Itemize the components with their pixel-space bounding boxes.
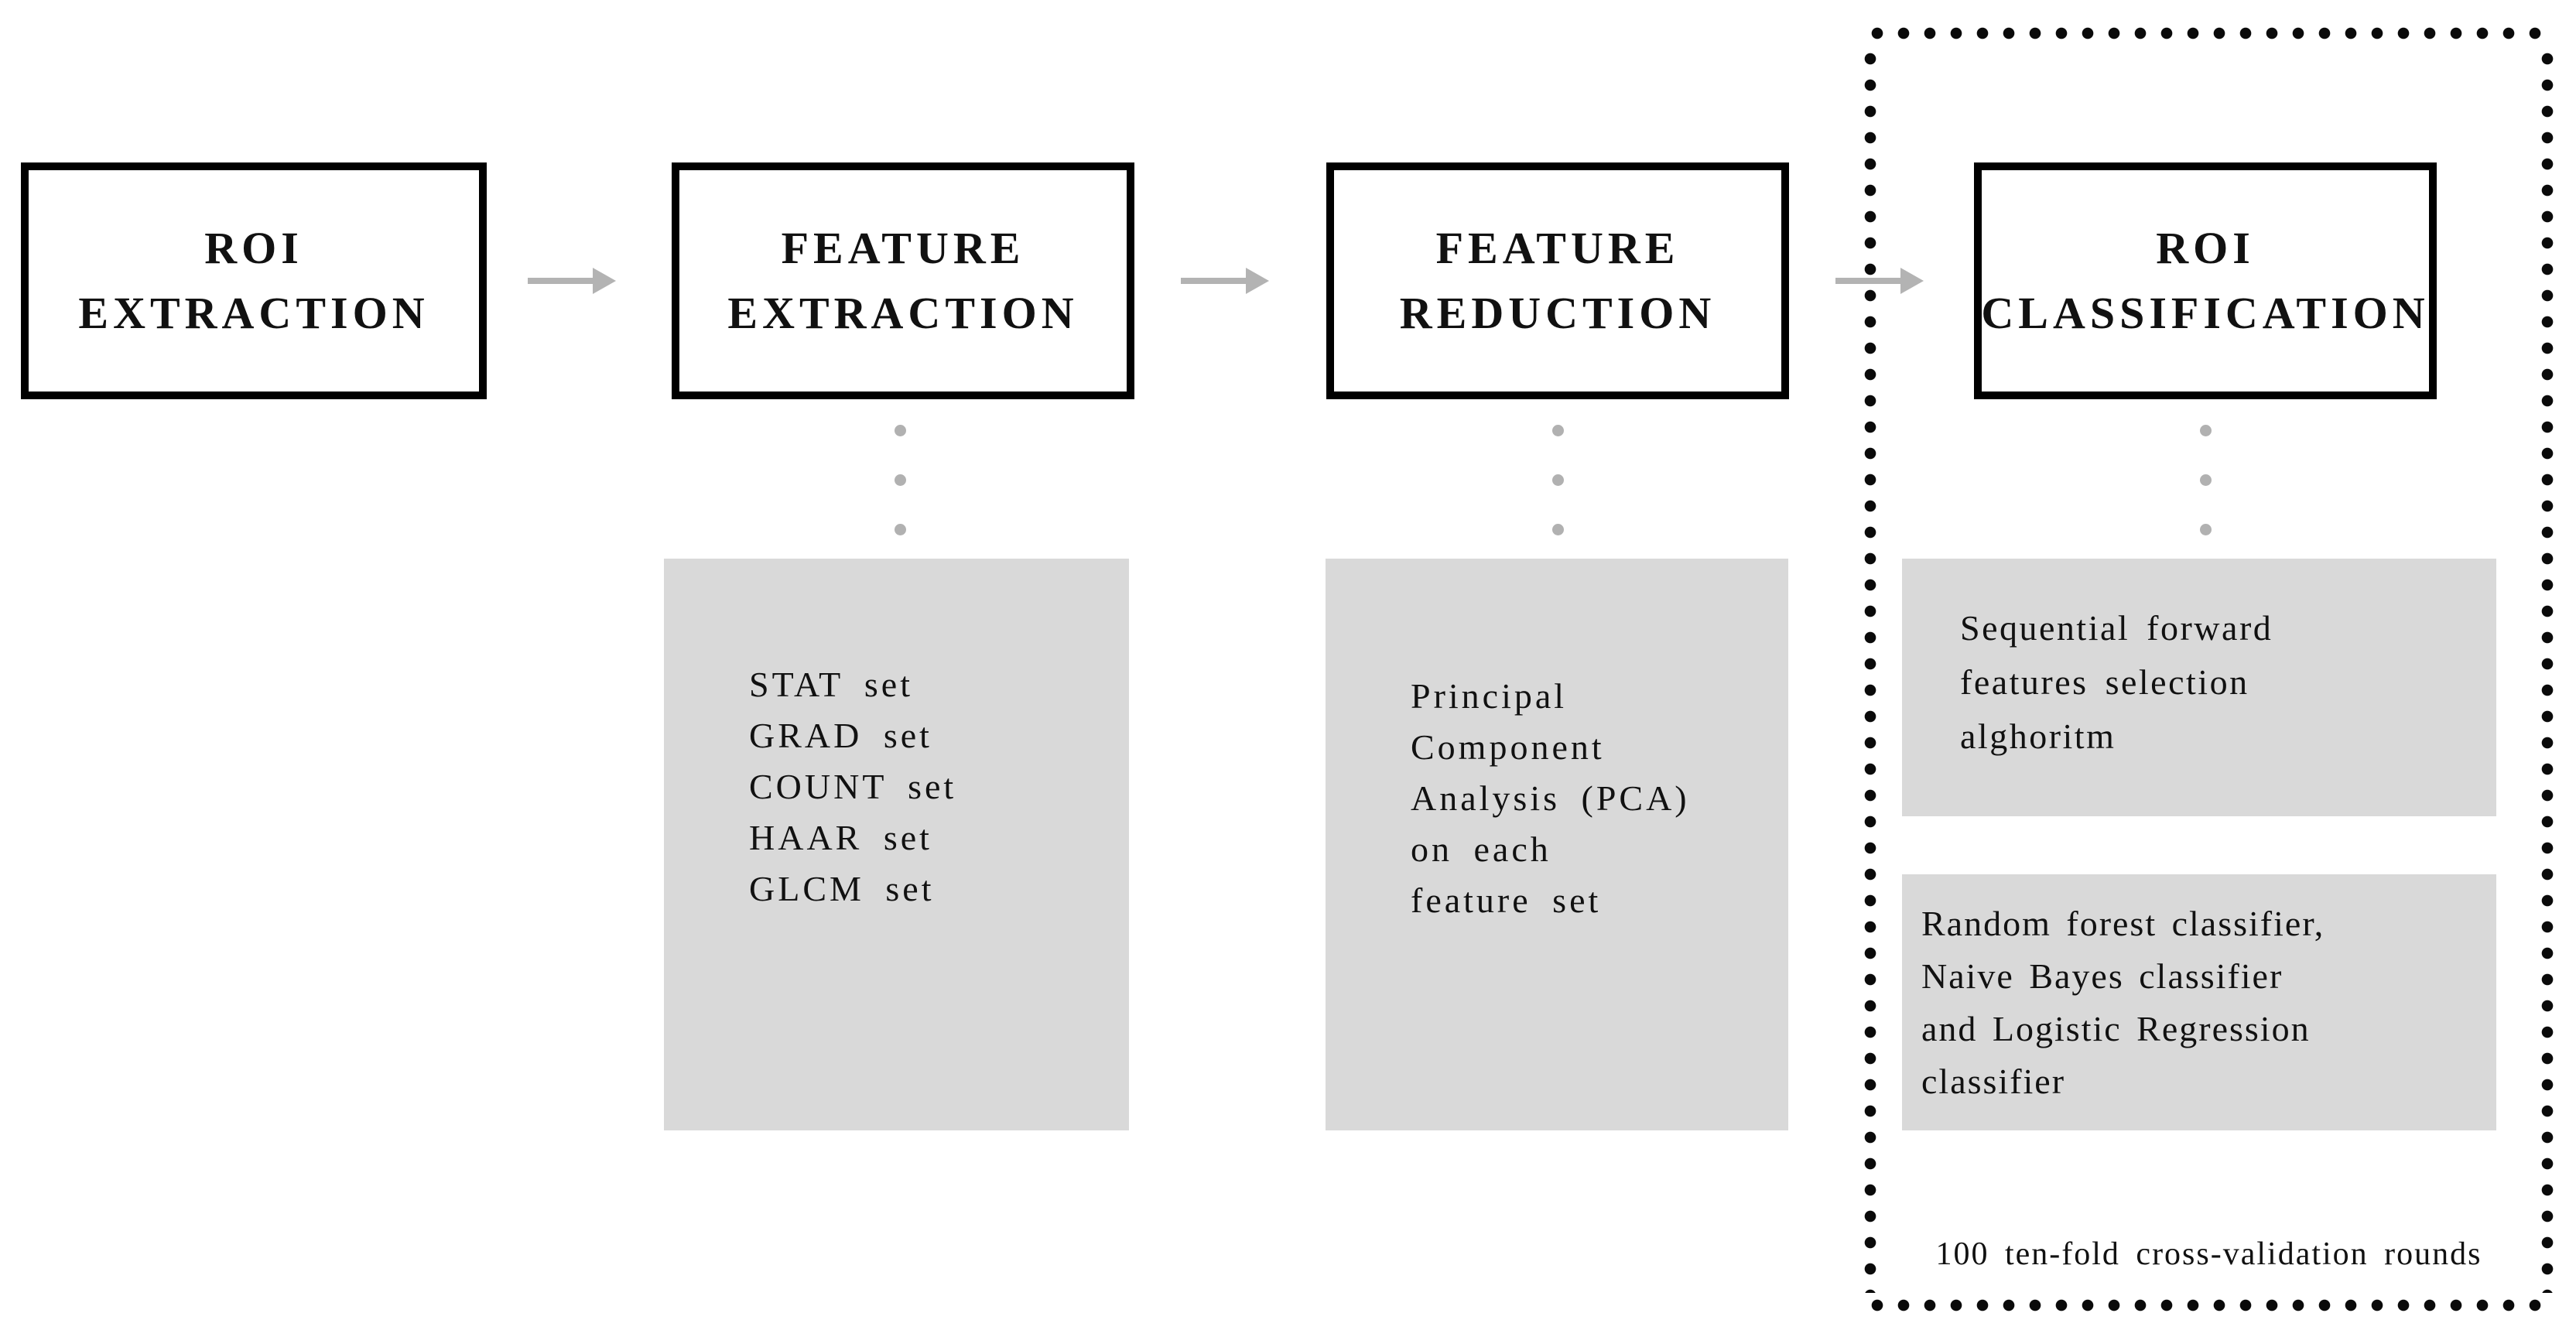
classifiers-panel: Random forest classifier, Naive Bayes cl… bbox=[1902, 874, 2496, 1130]
stage-title-line: EXTRACTION bbox=[78, 288, 429, 338]
detail-line: Sequential forward bbox=[1960, 608, 2273, 648]
cross-validation-frame: 100 ten-fold cross-validation rounds bbox=[1864, 27, 2554, 1311]
feature-extraction-sets-panel: STAT set GRAD set COUNT set HAAR set GLC… bbox=[664, 559, 1129, 1130]
stage-box-roi-classification: ROI CLASSIFICATION bbox=[1974, 162, 2437, 399]
detail-line: Analysis (PCA) bbox=[1411, 778, 1690, 818]
detail-line: STAT set bbox=[749, 665, 913, 704]
feature-selection-panel: Sequential forward features selection al… bbox=[1902, 559, 2496, 816]
detail-line: GLCM set bbox=[749, 869, 935, 908]
feature-reduction-method-panel: Principal Component Analysis (PCA) on ea… bbox=[1326, 559, 1788, 1130]
flow-arrow-2 bbox=[1181, 268, 1269, 294]
detail-line: feature set bbox=[1411, 881, 1602, 920]
frame-dotted-edge-right bbox=[2541, 46, 2554, 1293]
dot bbox=[895, 474, 906, 486]
detail-line: COUNT set bbox=[749, 767, 957, 806]
detail-line: Component bbox=[1411, 727, 1605, 767]
detail-line: Principal bbox=[1411, 676, 1568, 716]
frame-dotted-edge-bottom bbox=[1864, 1299, 2554, 1311]
arrow-line bbox=[1835, 278, 1900, 284]
dot bbox=[1552, 425, 1564, 436]
detail-line: and Logistic Regression bbox=[1921, 1009, 2311, 1048]
detail-line: classifier bbox=[1921, 1062, 2066, 1101]
dot bbox=[895, 425, 906, 436]
detail-line: alghoritm bbox=[1960, 716, 2116, 756]
stage-title-line: ROI bbox=[2156, 223, 2255, 273]
dot bbox=[895, 524, 906, 535]
detail-line: Naive Bayes classifier bbox=[1921, 956, 2284, 996]
detail-line: Random forest classifier, bbox=[1921, 904, 2325, 943]
flow-arrow-3 bbox=[1835, 268, 1924, 294]
dot bbox=[1552, 474, 1564, 486]
connector-dots-feature-reduction bbox=[1552, 425, 1564, 535]
stage-title-line: ROI bbox=[204, 223, 303, 273]
detail-line: GRAD set bbox=[749, 716, 932, 755]
stage-title-line: REDUCTION bbox=[1399, 288, 1716, 338]
stage-title-line: CLASSIFICATION bbox=[1981, 288, 2430, 338]
frame-dotted-edge-left bbox=[1864, 46, 1876, 1293]
stage-title-line: FEATURE bbox=[781, 223, 1025, 273]
detail-line: features selection bbox=[1960, 662, 2249, 702]
stage-title-line: FEATURE bbox=[1435, 223, 1680, 273]
arrow-head-icon bbox=[1246, 268, 1269, 294]
connector-dots-feature-extraction bbox=[895, 425, 906, 535]
dot bbox=[1552, 524, 1564, 535]
frame-dotted-edge-top bbox=[1864, 27, 2554, 39]
flow-arrow-1 bbox=[528, 268, 616, 294]
detail-line: on each bbox=[1411, 829, 1551, 869]
dot bbox=[2200, 524, 2212, 535]
stage-box-feature-reduction: FEATURE REDUCTION bbox=[1326, 162, 1789, 399]
arrow-head-icon bbox=[593, 268, 616, 294]
dot bbox=[2200, 474, 2212, 486]
detail-line: HAAR set bbox=[749, 818, 932, 857]
cross-validation-note: 100 ten-fold cross-validation rounds bbox=[1935, 1236, 2482, 1272]
arrow-head-icon bbox=[1900, 268, 1924, 294]
arrow-line bbox=[528, 278, 593, 284]
connector-dots-roi-classification bbox=[2200, 425, 2212, 535]
arrow-line bbox=[1181, 278, 1246, 284]
stage-box-roi-extraction: ROI EXTRACTION bbox=[21, 162, 487, 399]
dot bbox=[2200, 425, 2212, 436]
stage-title-line: EXTRACTION bbox=[727, 288, 1079, 338]
stage-box-feature-extraction: FEATURE EXTRACTION bbox=[672, 162, 1134, 399]
